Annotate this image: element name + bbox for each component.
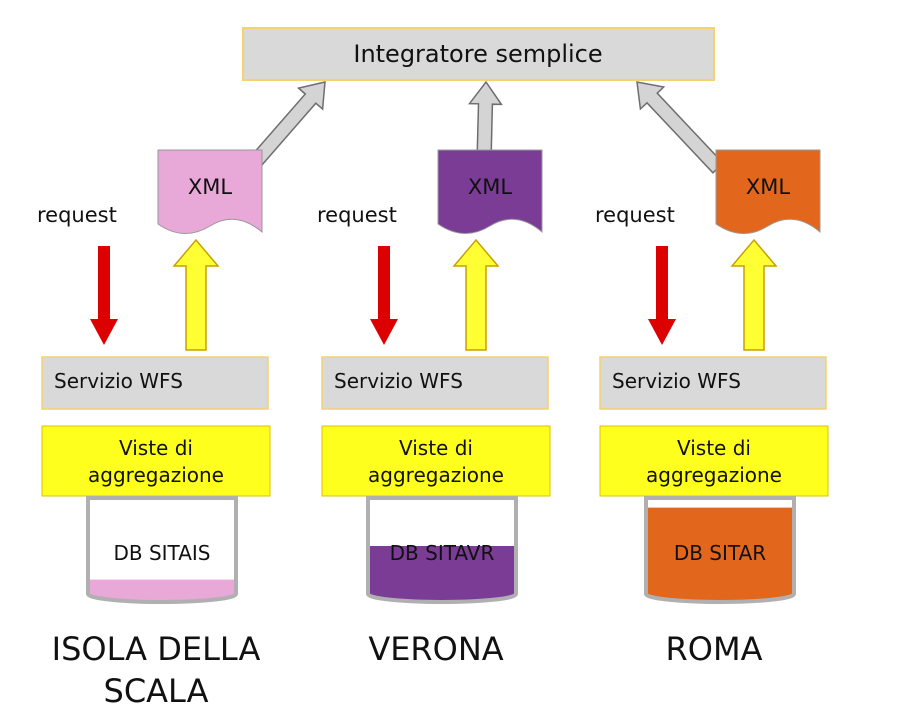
wfs-service-box [321,356,549,410]
database-cylinder: DB SITAR [644,496,796,604]
xml-to-integrator-arrow [636,81,725,174]
integrator-arrows [243,80,725,174]
xml-label: XML [188,175,233,199]
database-cylinder: DB SITAVR [366,496,518,604]
database-label: DB SITAR [674,541,766,565]
database-outline [644,496,796,604]
wfs-service-box [599,356,827,410]
integrator-box: Integratore semplice [242,27,715,81]
aggregation-views-line2: aggregazione [88,463,224,487]
city-name: VERONA [368,630,503,668]
aggregation-views-line1: Viste di [119,436,193,460]
database-fill [646,507,794,602]
source-column: request XML Servizio WFS Viste di aggregazio… [595,149,829,668]
database-fill [368,546,516,602]
request-label: request [37,203,117,227]
source-column: request XML Servizio WFS Viste di aggregazio… [37,149,271,710]
response-arrow [172,238,220,351]
request-arrow [90,246,118,345]
aggregation-views-box [41,425,271,497]
wfs-service-box [41,356,269,410]
xml-document [715,149,821,234]
aggregation-views-line2: aggregazione [646,463,782,487]
xml-document [157,149,263,234]
database-label: DB SITAVR [390,541,495,565]
aggregation-views-line1: Viste di [399,436,473,460]
aggregation-views-line2: aggregazione [368,463,504,487]
aggregation-views-box [599,425,829,497]
database-body [88,498,236,602]
wfs-service-label: Servizio WFS [334,369,463,393]
request-arrow [370,246,398,345]
response-arrow [730,238,778,351]
aggregation-views-box [321,425,551,497]
source-column: request XML Servizio WFS Viste di aggregazio… [317,149,551,668]
request-label: request [317,203,397,227]
database-outline [366,496,518,604]
database-outline [86,496,238,604]
source-columns: request XML Servizio WFS Viste di aggregazio… [37,149,829,710]
city-name: ROMA [666,630,763,668]
wfs-service-label: Servizio WFS [54,369,183,393]
request-label: request [595,203,675,227]
xml-label: XML [746,175,791,199]
xml-document [437,149,543,234]
xml-label: XML [468,175,513,199]
database-fill [88,579,236,602]
integrator-title: Integratore semplice [353,40,602,68]
request-arrow [648,246,676,345]
aggregation-views-line1: Viste di [677,436,751,460]
city-name-line2: SCALA [104,672,209,710]
response-arrow [452,238,500,351]
database-label: DB SITAIS [113,541,210,565]
database-cylinder: DB SITAIS [86,496,238,604]
city-name: ISOLA DELLA [52,630,261,668]
wfs-service-label: Servizio WFS [612,369,741,393]
